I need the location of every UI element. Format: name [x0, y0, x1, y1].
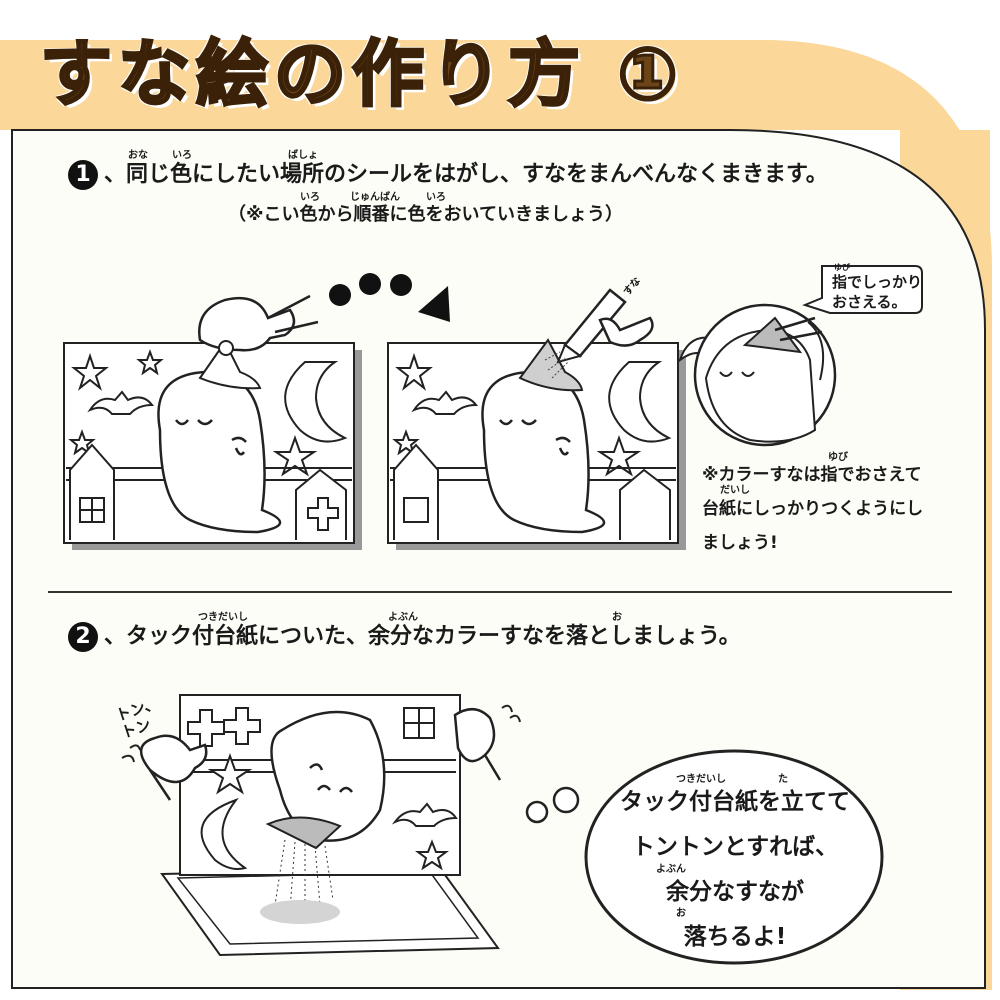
step1-text: 、同じ色にしたい場所のシールをはがし、すなをまんべんなくまきます。	[104, 162, 828, 187]
bubble-text: タック付台紙を立てて トントンとすれば、 余分なすなが 落ちるよ!	[594, 780, 876, 960]
side-note-line3: ましょう!	[702, 533, 778, 553]
bubble-line3: 余分なすなが	[666, 879, 804, 905]
ruby: ゆび	[834, 263, 850, 272]
bubble-line4: 落ちるよ!	[683, 924, 787, 950]
ruby: だいし	[720, 485, 750, 496]
sand-pen-icon	[544, 288, 654, 379]
ruby: いろ	[172, 150, 192, 161]
ruby: ばしょ	[288, 150, 318, 161]
bubble-line1: タック付台紙を立てて	[620, 789, 850, 815]
ruby: た	[778, 774, 788, 785]
hand-peeling-icon	[198, 294, 319, 356]
callout-box	[802, 265, 923, 314]
ruby: よぶん	[388, 612, 418, 623]
picture-after	[387, 338, 686, 550]
thought-bubble	[525, 749, 884, 965]
ruby: じゅんばん	[350, 192, 400, 203]
step1-note: （※こい色から順番に色をおいていきましょう）	[228, 204, 623, 225]
ruby: よぶん	[656, 864, 686, 875]
hands-tapping-icon	[121, 704, 521, 801]
bubble-line2: トントンとすれば、	[631, 834, 839, 860]
side-note-line1: ※カラーすなは指でおさえて	[702, 465, 922, 485]
zoom-circle	[678, 303, 837, 447]
side-note-line2: 台紙にしっかりつくようにし	[702, 499, 924, 519]
ruby: いろ	[300, 192, 320, 203]
ruby: おな	[128, 150, 148, 161]
ruby: つきだいし	[676, 774, 726, 785]
callout-line1: 指でしっかり	[832, 273, 923, 291]
step2-number-badge: 2	[68, 622, 98, 652]
step2-text: 、タック付台紙についた、余分なカラーすなを落としましょう。	[104, 624, 741, 649]
ruby: ゆび	[828, 452, 848, 463]
ruby: つきだいし	[198, 612, 248, 623]
callout-line2: おさえる。	[832, 293, 907, 311]
tilted-board	[160, 694, 500, 957]
picture-before	[63, 340, 362, 550]
progress-arrow	[329, 273, 450, 322]
step2-instruction: 2、タック付台紙についた、余分なカラーすなを落としましょう。	[68, 622, 741, 652]
page-title: すな絵の作り方 ①	[38, 32, 685, 116]
side-note: ※カラーすなは指でおさえて 台紙にしっかりつくようにし ましょう!	[702, 458, 923, 560]
step1-instruction: 1、同じ色にしたい場所のシールをはがし、すなをまんべんなくまきます。	[68, 160, 828, 190]
ruby: お	[612, 612, 622, 623]
callout-text: 指でしっかり おさえる。	[832, 272, 922, 312]
ruby: いろ	[426, 192, 446, 203]
step1-number-badge: 1	[68, 160, 98, 190]
ruby: お	[676, 908, 686, 919]
